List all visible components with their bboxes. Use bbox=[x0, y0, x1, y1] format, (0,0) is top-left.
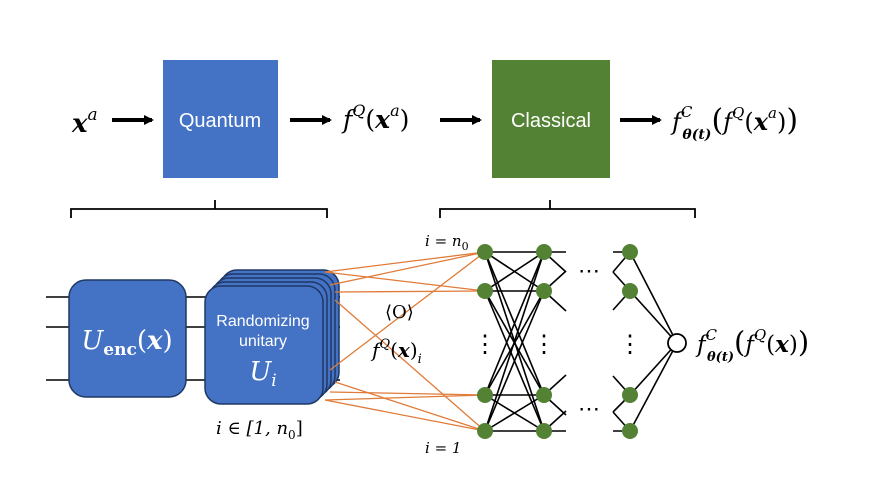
nn-horizontal-dots-top: ⋯ bbox=[578, 259, 600, 284]
nn-node bbox=[477, 423, 493, 439]
feature-label: fQ(x)i bbox=[370, 337, 422, 367]
nn-layer-input bbox=[477, 244, 493, 439]
nn-vertical-dots-hidden: ⋮ bbox=[532, 330, 556, 358]
randomizing-unitary-gate bbox=[204, 285, 324, 405]
nn-node bbox=[536, 244, 552, 260]
classical-box: Classical bbox=[492, 60, 610, 178]
nn-node bbox=[622, 423, 638, 439]
nn-node bbox=[477, 283, 493, 299]
unitary-symbol: Ui bbox=[249, 357, 276, 391]
quantum-brace bbox=[70, 200, 328, 218]
nn-node bbox=[622, 244, 638, 260]
nn-layer-hidden-last bbox=[622, 244, 638, 439]
quantum-label: Quantum bbox=[179, 110, 261, 132]
classical-label: Classical bbox=[511, 110, 591, 132]
nn-vertical-dots-input: ⋮ bbox=[473, 330, 497, 358]
nn-top-index-label: i = n0 bbox=[425, 232, 469, 253]
nn-node bbox=[536, 423, 552, 439]
nn-node bbox=[622, 283, 638, 299]
nn-node bbox=[622, 387, 638, 403]
index-range-label: i ∈ [1, n0] bbox=[216, 418, 303, 442]
input-x-label: xa bbox=[71, 105, 98, 139]
observable-label: ⟨O⟩ bbox=[385, 302, 414, 323]
quantum-output-label: fQ(xa) bbox=[341, 101, 409, 134]
nn-layer-hidden-1 bbox=[536, 244, 552, 439]
unitary-label: unitary bbox=[239, 333, 287, 350]
encoding-gate: Uenc(x) bbox=[68, 279, 187, 398]
quantum-box: Quantum bbox=[163, 60, 278, 178]
measurement-connections bbox=[324, 251, 486, 432]
nn-node bbox=[477, 244, 493, 260]
nn-node bbox=[536, 283, 552, 299]
nn-node bbox=[536, 387, 552, 403]
classical-brace bbox=[439, 200, 696, 218]
nn-vertical-dots-last: ⋮ bbox=[618, 330, 642, 358]
nn-node bbox=[477, 387, 493, 403]
encoding-gate-label: Uenc(x) bbox=[81, 326, 172, 360]
randomizing-unitary-stack: Randomizing unitary Ui bbox=[204, 269, 340, 405]
nn-output-node bbox=[667, 333, 687, 353]
nn-bottom-index-label: i = 1 bbox=[425, 439, 461, 457]
randomizing-label: Randomizing bbox=[216, 313, 309, 330]
nn-horizontal-dots-bottom: ⋯ bbox=[578, 397, 600, 422]
